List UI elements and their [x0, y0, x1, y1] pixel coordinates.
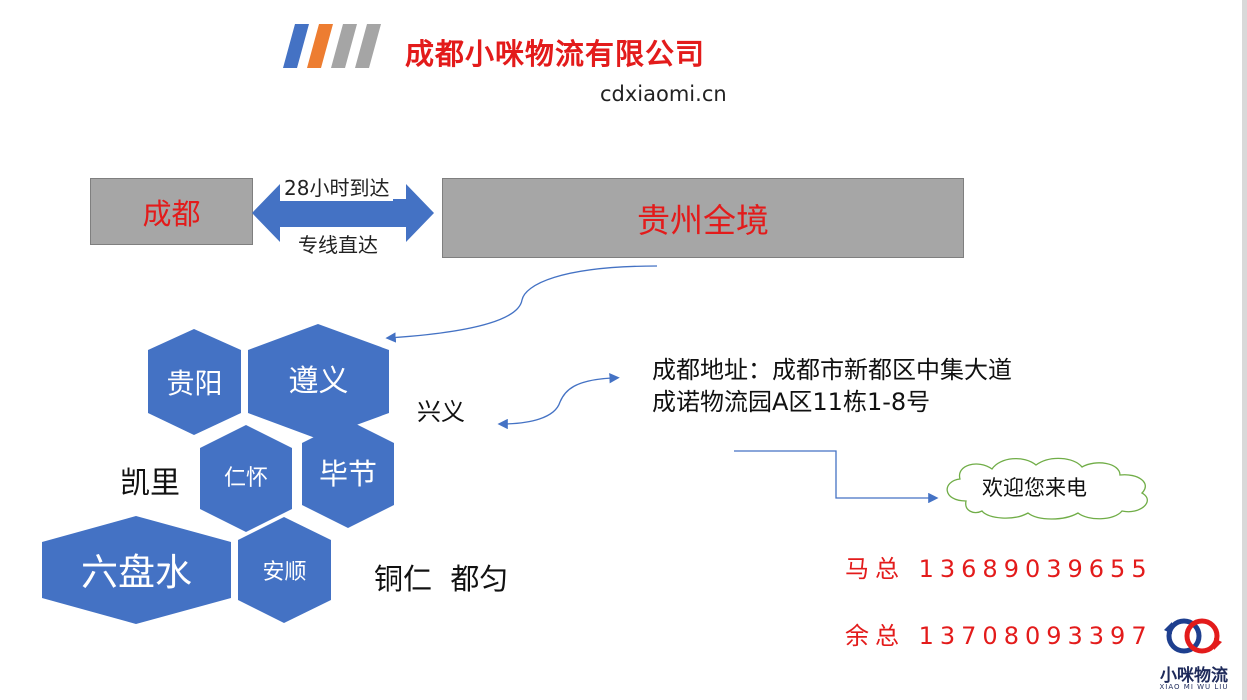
cloud-shape: [946, 457, 1148, 520]
company-title: 成都小咪物流有限公司: [405, 37, 706, 71]
origin-label: 成都: [142, 196, 201, 231]
city-bijie: 毕节: [318, 457, 377, 491]
stripes-icon: [283, 24, 381, 68]
hex-guiyang: [148, 329, 241, 435]
logo-rings-icon: [1164, 618, 1222, 654]
contact-phone-ma: 马总 13689039655: [845, 555, 1153, 583]
hex-bijie: [302, 420, 394, 528]
hex-renhuai: [200, 425, 292, 532]
hex-liupanshui: [42, 516, 231, 624]
hex-anshun: [238, 517, 331, 623]
city-anshun: 安顺: [262, 560, 307, 585]
city-renhuai: 仁怀: [223, 466, 268, 491]
slide-right-edge: [1242, 0, 1247, 700]
logo-name: 小咪物流: [1160, 666, 1228, 686]
city-xingyi: 兴义: [417, 398, 465, 426]
city-kaili: 凯里: [120, 466, 180, 501]
hex-zunyi: [248, 324, 389, 439]
arrow-top-label: 28小时到达: [280, 172, 394, 201]
city-liupanshui: 六盘水: [81, 551, 192, 594]
address-block: 成都地址：成都市新都区中集大道 成诺物流园A区11栋1-8号: [652, 354, 1012, 418]
logo-subtext: XIAO MI WU LIU: [1159, 683, 1229, 691]
destination-label: 贵州全境: [637, 201, 769, 240]
destination-box: 贵州全境: [442, 178, 964, 258]
address-line-2: 成诺物流园A区11栋1-8号: [652, 388, 931, 416]
city-tongren-duyun: 铜仁 都匀: [374, 562, 509, 596]
address-line-1: 成都地址：成都市新都区中集大道: [652, 356, 1012, 384]
arrow-bottom-label: 专线直达: [294, 229, 382, 258]
city-guiyang: 贵阳: [166, 367, 223, 400]
website-text: cdxiaomi.cn: [600, 82, 727, 106]
city-zunyi: 遵义: [288, 364, 349, 399]
origin-box: 成都: [90, 178, 253, 245]
contact-phone-yu: 余总 13708093397: [845, 622, 1153, 650]
double-arrow-icon: [252, 184, 434, 242]
cloud-welcome-text: 欢迎您来电: [982, 476, 1087, 500]
